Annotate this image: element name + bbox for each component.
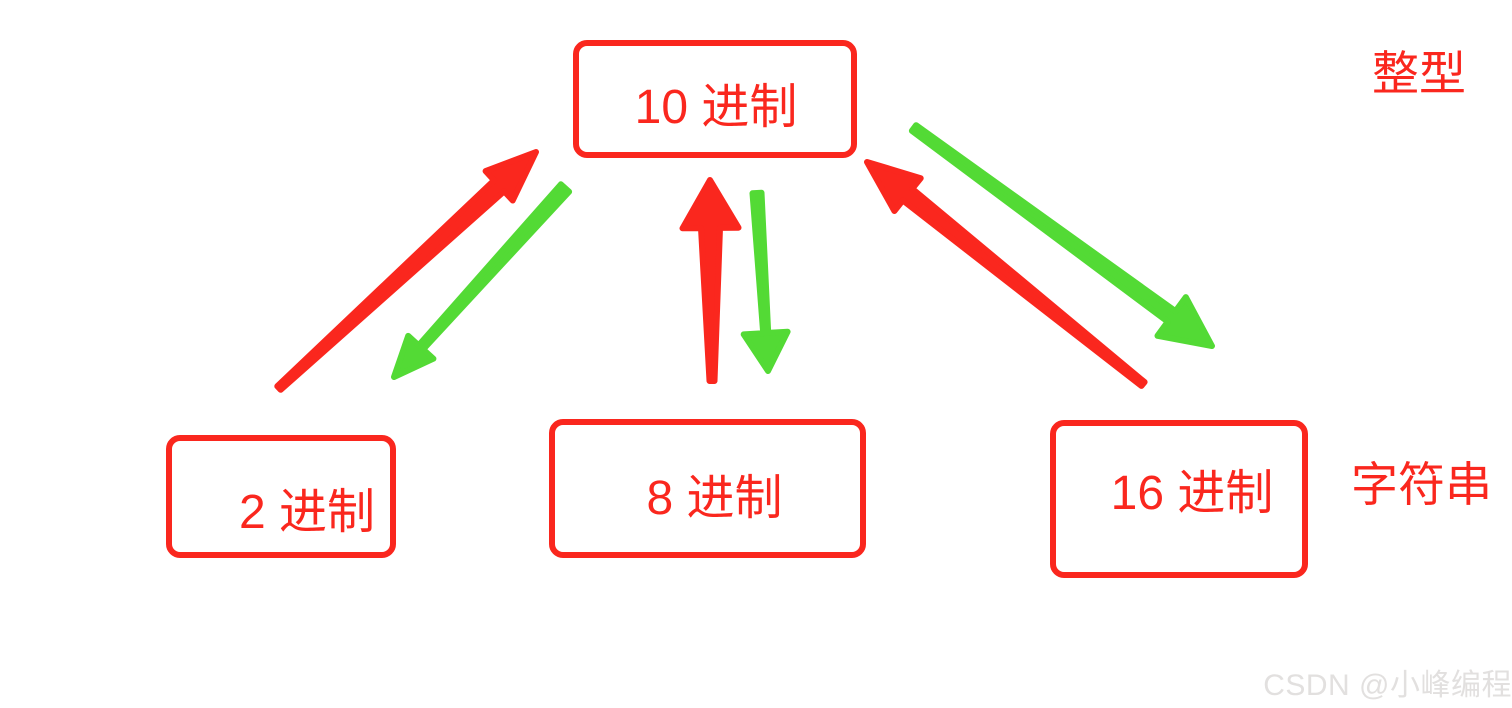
box-octal-label: 8 进制 <box>646 471 783 525</box>
box-binary-label: 2 进制 <box>238 485 376 539</box>
box-binary: 2 进制 <box>166 435 396 558</box>
arrow-octal-to-decimal <box>679 177 742 384</box>
watermark: CSDN @小峰编程 <box>1263 669 1512 702</box>
box-hex-label: 16 进制 <box>1110 467 1274 520</box>
label-string-type: 字符串 <box>1351 458 1492 511</box>
box-hex: 16 进制 <box>1050 420 1308 578</box>
arrow-decimal-to-octal <box>740 189 791 374</box>
arrow-decimal-to-hex <box>908 122 1215 349</box>
box-octal: 8 进制 <box>549 419 866 558</box>
label-integer-type: 整型 <box>1372 47 1466 100</box>
arrow-hex-to-decimal <box>864 159 1148 389</box>
box-decimal: 10 进制 <box>573 40 857 158</box>
arrow-decimal-to-binary <box>391 181 573 380</box>
arrow-binary-to-decimal <box>274 149 539 393</box>
box-decimal-label: 10 进制 <box>634 81 798 134</box>
